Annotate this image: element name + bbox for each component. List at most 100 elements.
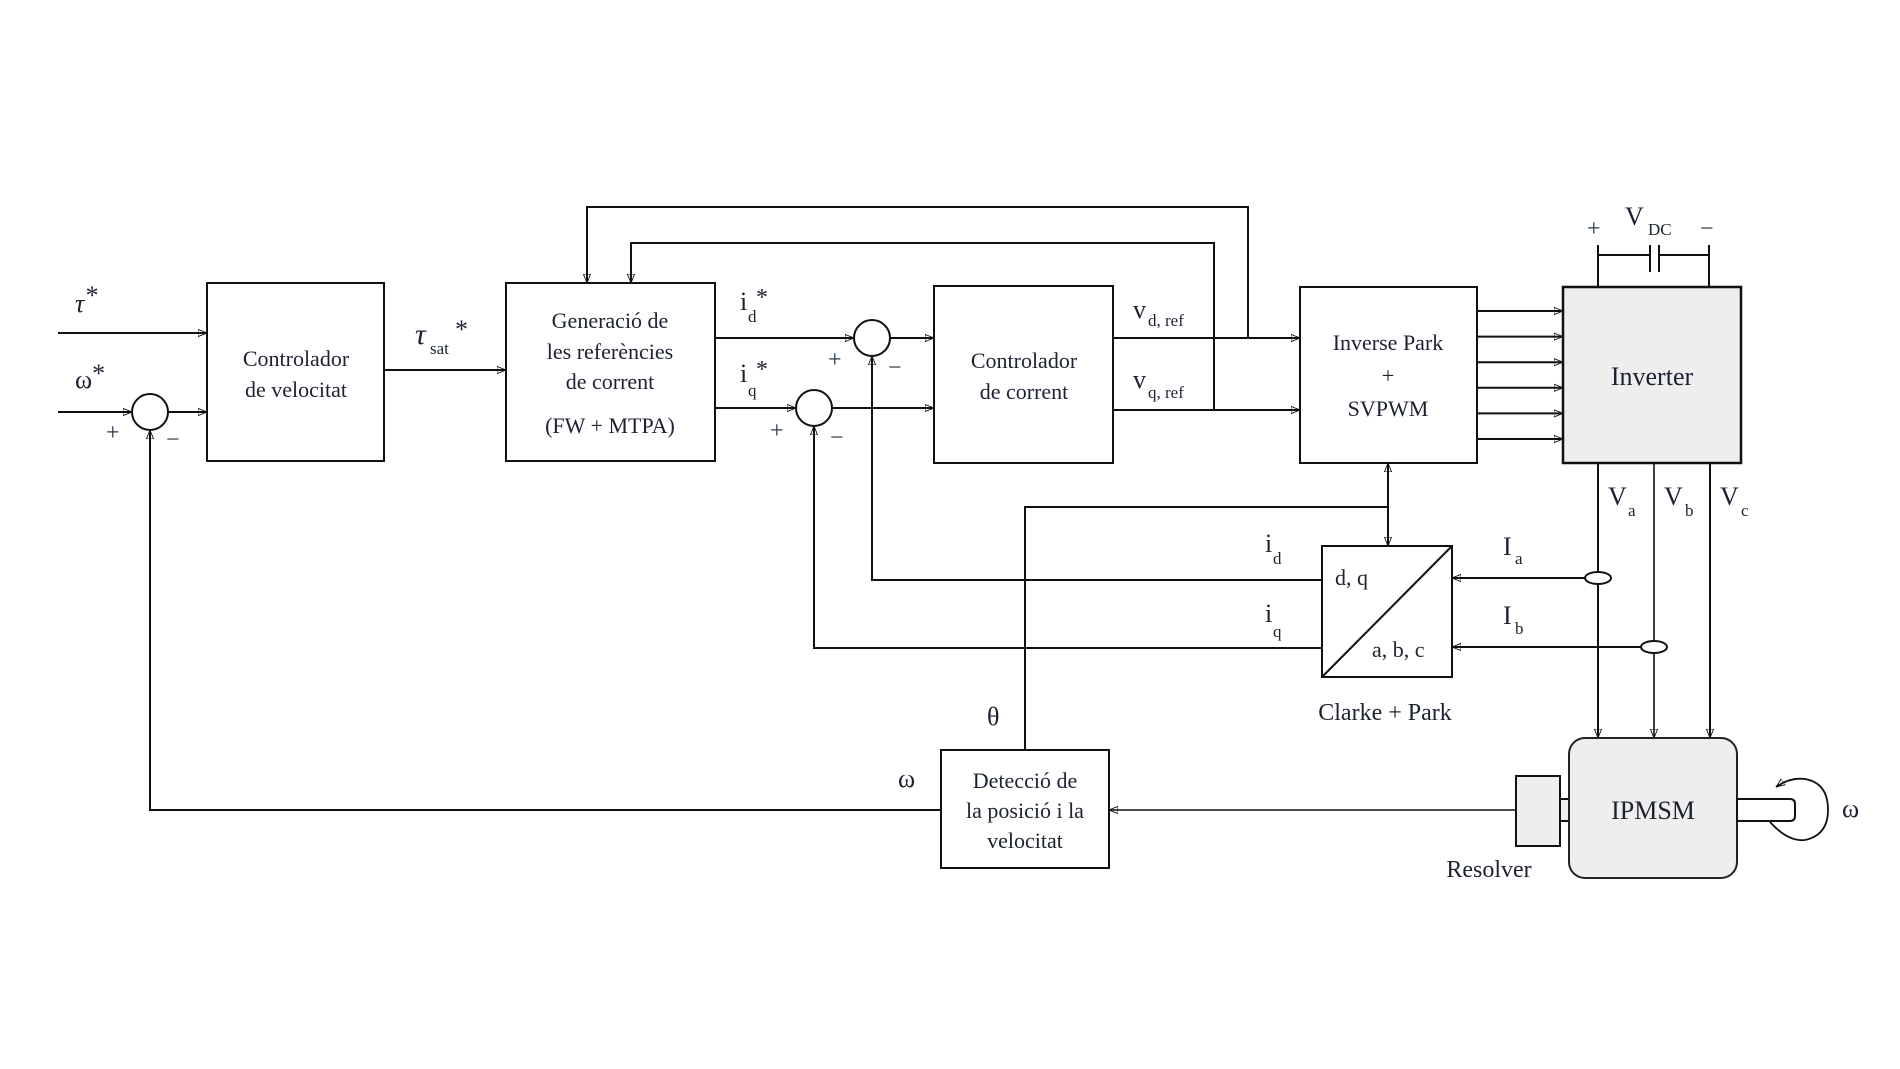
svg-text:q, ref: q, ref <box>1148 383 1184 402</box>
current-ref-gen-line-1: Generació de <box>552 308 669 333</box>
vdc-label: V DC <box>1625 202 1672 239</box>
svg-text:q: q <box>1273 622 1282 641</box>
svg-text:*: * <box>455 315 468 344</box>
dc-link-capacitor <box>1597 245 1710 287</box>
current-ref-gen-line-4: (FW + MTPA) <box>545 413 675 438</box>
vq-ref-feedback-wire <box>631 242 1215 410</box>
svg-text:V: V <box>1720 482 1739 511</box>
iq-measured-feedback-wire <box>814 426 1322 649</box>
inverse-park-line-2: + <box>1382 363 1394 388</box>
svg-text:i: i <box>740 359 747 388</box>
omega-feedback-label: ω <box>898 764 915 793</box>
id-reference-label: i d * <box>740 285 768 326</box>
current-ref-gen-line-3: de corrent <box>566 369 655 394</box>
id-sum-minus-sign: − <box>888 355 902 381</box>
svg-text:τ*: τ* <box>75 281 97 318</box>
inverse-park-svpwm-block <box>1299 286 1478 464</box>
current-ref-gen-line-2: les referències <box>547 339 673 364</box>
inverter-label: Inverter <box>1611 362 1694 391</box>
svg-text:*: * <box>756 285 768 311</box>
svg-text:d, ref: d, ref <box>1148 311 1184 330</box>
vd-ref-feedback-wire <box>587 206 1249 338</box>
inverter-block <box>1561 285 1743 465</box>
svg-text:b: b <box>1515 619 1524 638</box>
svg-text:q: q <box>748 381 757 400</box>
svg-text:i: i <box>1265 529 1272 558</box>
speed-controller-line-1: Controlador <box>243 346 350 371</box>
svg-text:V: V <box>1608 482 1627 511</box>
inverse-park-line-1: Inverse Park <box>1333 330 1444 355</box>
torque-reference-label: τ* <box>75 281 97 318</box>
id-sum-plus-sign: + <box>828 347 842 373</box>
detection-line-1: Detecció de <box>973 768 1077 793</box>
current-controller-line-1: Controlador <box>971 348 1078 373</box>
svg-text:DC: DC <box>1648 220 1672 239</box>
speed-controller-line-2: de velocitat <box>245 377 347 402</box>
theta-label: θ <box>987 702 999 731</box>
svg-text:d: d <box>1273 549 1282 568</box>
svg-text:I: I <box>1503 532 1512 561</box>
position-speed-detection-block <box>940 749 1110 869</box>
speed-controller-block <box>206 282 385 462</box>
id-measured-label: i d <box>1265 529 1282 568</box>
current-controller-block <box>933 285 1114 464</box>
svg-text:v: v <box>1133 365 1146 394</box>
current-reference-generation-block <box>505 282 716 462</box>
rotation-arrow-icon <box>1769 777 1829 842</box>
clarke-park-diagonal <box>1321 545 1453 678</box>
clarke-park-caption: Clarke + Park <box>1318 700 1452 726</box>
vb-label: V b <box>1664 482 1694 520</box>
clarke-park-abc-label: a, b, c <box>1372 637 1425 662</box>
current-sensor-b-icon <box>1640 640 1668 654</box>
torque-saturated-label: τ sat * <box>415 315 468 358</box>
vc-label: V c <box>1720 482 1749 520</box>
detection-line-2: la posició i la <box>966 798 1084 823</box>
svg-text:a: a <box>1515 549 1523 568</box>
speed-reference-label: ω* <box>75 359 105 394</box>
svg-text:τ: τ <box>415 318 427 351</box>
svg-text:a: a <box>1628 501 1636 520</box>
svg-text:d: d <box>748 307 757 326</box>
ib-label: I b <box>1503 601 1524 638</box>
id-measured-feedback-wire <box>872 356 1322 581</box>
iq-summing-junction <box>795 389 833 427</box>
omega-shaft-label: ω <box>1842 794 1859 823</box>
resolver-label: Resolver <box>1446 857 1531 883</box>
svg-text:V: V <box>1664 482 1683 511</box>
ia-label: I a <box>1503 532 1523 568</box>
svg-text:ω*: ω* <box>75 359 105 394</box>
current-sensor-a-icon <box>1584 571 1612 585</box>
inverse-park-line-3: SVPWM <box>1348 396 1429 421</box>
vdc-minus-sign: − <box>1700 216 1714 242</box>
svg-text:i: i <box>740 287 747 316</box>
speed-summing-junction <box>131 393 169 431</box>
detection-line-3: velocitat <box>987 828 1063 853</box>
iq-measured-label: i q <box>1265 599 1282 641</box>
svg-text:I: I <box>1503 601 1512 630</box>
vdc-plus-sign: + <box>1587 216 1601 242</box>
svg-text:*: * <box>756 357 768 383</box>
svg-text:c: c <box>1741 501 1749 520</box>
va-label: V a <box>1608 482 1636 520</box>
clarke-park-dq-label: d, q <box>1335 565 1368 590</box>
ipmsm-label: IPMSM <box>1611 796 1695 825</box>
motor-output-shaft <box>1736 798 1796 822</box>
svg-text:v: v <box>1133 295 1146 324</box>
id-summing-junction <box>853 319 891 357</box>
iq-sum-minus-sign: − <box>830 425 844 451</box>
theta-wire <box>1024 506 1388 750</box>
svg-text:V: V <box>1625 202 1644 231</box>
resolver-block <box>1515 775 1561 847</box>
iq-reference-label: i q * <box>740 357 768 400</box>
vd-reference-label: v d, ref <box>1133 295 1184 330</box>
svg-text:b: b <box>1685 501 1694 520</box>
speed-sum-minus-sign: − <box>166 427 180 453</box>
speed-feedback-wire <box>150 430 941 811</box>
speed-sum-plus-sign: + <box>106 420 120 446</box>
current-controller-line-2: de corrent <box>980 379 1069 404</box>
svg-text:sat: sat <box>430 339 449 358</box>
svg-text:i: i <box>1265 599 1272 628</box>
pwm-gate-signal-wires <box>1477 311 1563 439</box>
vq-reference-label: v q, ref <box>1133 365 1184 402</box>
